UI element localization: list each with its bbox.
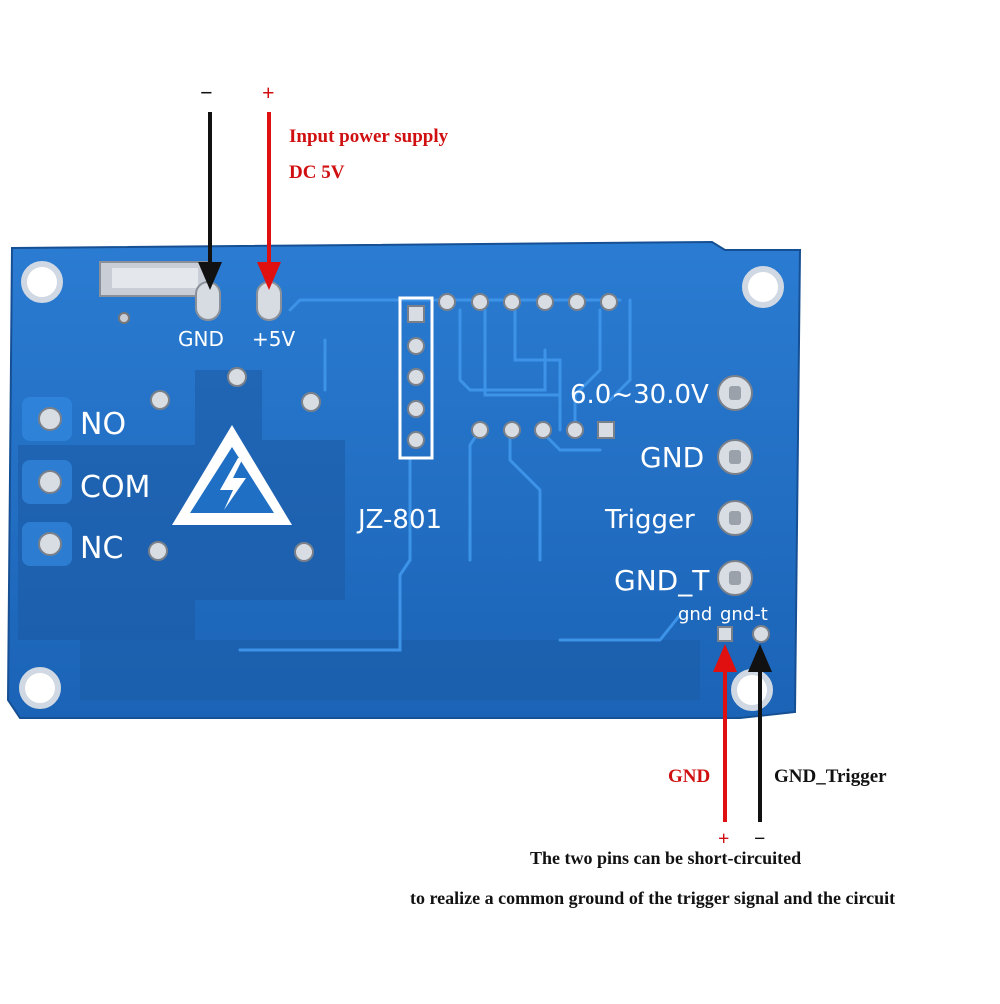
jumper-gnd-arrow [713, 644, 737, 822]
power-minus-arrow [198, 112, 222, 290]
power-supply-title: Input power supply [289, 126, 449, 147]
silk-model: JZ-801 [356, 505, 442, 535]
gnd-pad [195, 281, 221, 321]
jumper-gnd-t-pad [752, 625, 770, 643]
relay-terminals [22, 397, 72, 566]
gnd-trigger-callout: GND_Trigger [774, 766, 887, 787]
display-header-outline [398, 296, 434, 460]
relay-solder-points [148, 367, 321, 562]
silk-voltage-range: 6.0~30.0V [570, 380, 709, 410]
silk-no: NO [80, 407, 126, 442]
bottom-plus-label: + [718, 828, 730, 850]
silk-term-trigger: Trigger [604, 505, 695, 535]
silk-5v: +5V [252, 327, 295, 351]
silk-gnd: GND [178, 327, 224, 351]
high-voltage-warning-icon [172, 425, 292, 525]
silk-com: COM [80, 470, 150, 505]
top-header-pins [438, 293, 618, 311]
top-minus-label: − [200, 80, 213, 105]
gnd-callout: GND [668, 766, 711, 787]
power-supply-voltage: DC 5V [289, 162, 345, 183]
input-terminals [717, 375, 753, 596]
silk-jumper-gnd-t: gnd-t [720, 604, 768, 625]
silk-term-gnd: GND [640, 441, 704, 474]
power-plus-arrow [257, 112, 281, 290]
silk-jumper-gnd: gnd [678, 604, 712, 625]
silk-term-gnd-t: GND_T [614, 564, 710, 597]
note-line-2: to realize a common ground of the trigge… [410, 888, 896, 908]
middle-header-pins [471, 421, 615, 439]
jumper-gnd-t-arrow [748, 644, 772, 822]
relay-region [18, 370, 345, 640]
top-plus-label: + [262, 80, 275, 105]
silk-nc: NC [80, 531, 123, 566]
jumper-gnd-pad [717, 626, 733, 642]
note-line-1: The two pins can be short-circuited [530, 848, 802, 868]
bottom-minus-label: − [754, 828, 766, 850]
display-header-pins [407, 305, 425, 449]
